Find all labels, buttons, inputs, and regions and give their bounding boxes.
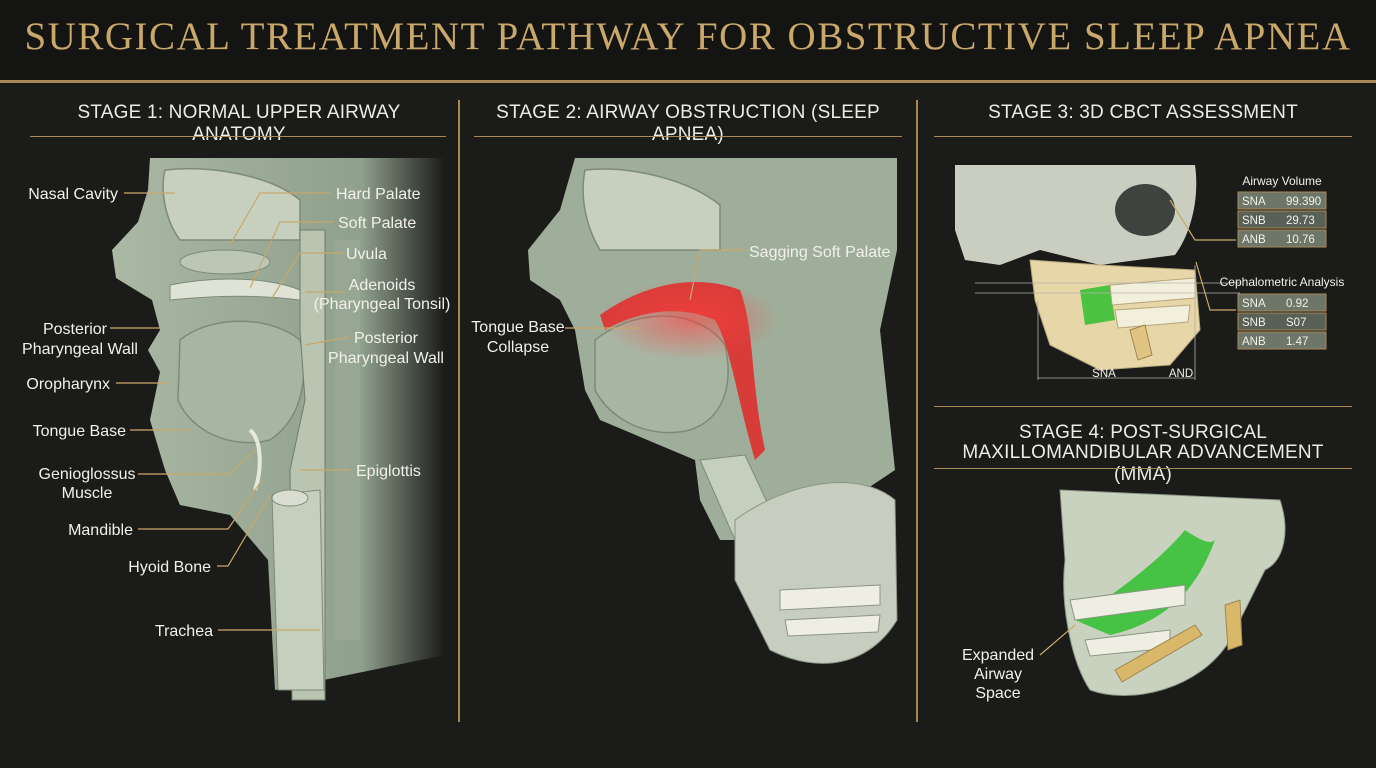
stage2-head-illustration [528,158,898,664]
stage1-nasal-cavity [162,168,301,241]
stage2-obstruction-halo [600,280,780,360]
label-expanded-3: Space [975,685,1020,702]
stage2-lower-teeth [784,614,881,637]
stage1-turbinate [179,249,271,275]
column-divider-1 [458,100,460,722]
column-divider-2 [916,100,918,722]
stage3-lower-teeth [1114,304,1191,329]
stage4-title-line1: STAGE 4: POST-SURGICAL [1019,422,1267,443]
stage4-title-underline [934,468,1352,469]
label-uvula: Uvula [346,246,387,263]
header-bar [0,0,1376,80]
stage3-measurement-lines [975,199,1240,380]
stage4-title-line2: MAXILLOMANDIBULAR ADVANCEMENT (MMA) [962,442,1324,485]
stage1-hyoid [271,489,309,507]
av-row1-value: 99.390 [1286,196,1321,208]
av-row2-label: SNB [1242,215,1266,227]
label-mandible: Mandible [68,522,133,539]
stage3-skull-illustration [955,165,1201,371]
airway-volume-title: Airway Volume [1242,174,1322,188]
label-oropharynx: Oropharynx [26,376,110,393]
stage2-skull [734,482,898,664]
stage1-head-illustration [112,158,445,701]
stage1-title: STAGE 1: NORMAL UPPER AIRWAY ANATOMY [77,102,401,145]
label-nasal-cavity: Nasal Cavity [28,186,118,203]
stage1-trachea [271,489,325,691]
av-row2-value: 29.73 [1286,215,1315,227]
stage3-airway-highlight [1080,285,1115,325]
cephalometric-title: Cephalometric Analysis [1220,275,1345,289]
stage2-title-underline [474,136,902,137]
label-trachea: Trachea [155,623,213,640]
stage3-orbit [1115,184,1175,236]
axis-label-sna: SNA [1092,368,1116,380]
stage1-leader-lines [110,192,350,631]
stage1-epiglottis [248,428,262,491]
label-genioglossus-2: Muscle [62,485,113,502]
av-row1-label: SNA [1242,196,1266,208]
stage2-teeth [779,584,881,611]
stage2-nasal-cavity [582,168,721,251]
label-adenoids-2: (Pharyngeal Tonsil) [314,296,451,313]
stage4-fixation-plate-2 [1224,599,1243,651]
stage3-title: STAGE 3: 3D CBCT ASSESSMENT [988,102,1298,123]
label-posterior-right-1: Posterior [354,330,419,347]
ceph-row2-value: S07 [1286,317,1306,329]
ceph-row1-label: SNA [1242,298,1266,310]
label-epiglottis: Epiglottis [356,463,421,480]
stage3-title-underline [934,136,1352,137]
label-posterior-left-1: Posterior [43,321,108,338]
label-expanded-2: Airway [974,666,1022,683]
stage1-tongue [177,320,305,444]
label-expanded-1: Expanded [962,647,1034,664]
label-soft-palate: Soft Palate [338,215,416,232]
label-genioglossus-1: Genioglossus [39,466,136,483]
label-hyoid-bone: Hyoid Bone [128,559,211,576]
label-tongue-collapse-1: Tongue Base [471,319,565,336]
airway-volume-table: Airway Volume SNA 99.390 SNB 29.73 ANB 1… [1237,174,1327,248]
stage4-leader-line [1039,624,1076,656]
stage1-spine [335,240,360,640]
label-posterior-left-2: Pharyngeal Wall [22,341,138,358]
page-title: SURGICAL TREATMENT PATHWAY FOR OBSTRUCTI… [24,15,1352,58]
cephalometric-table: Cephalometric Analysis SNA 0.92 SNB S07 … [1220,275,1345,350]
stage4-top-rule [934,406,1352,407]
stage4-jaw-illustration [1059,489,1286,696]
stage2-leader-lines [565,249,745,329]
stage1-title-underline [30,136,446,137]
av-row3-value: 10.76 [1286,234,1315,246]
label-hard-palate: Hard Palate [336,186,421,203]
label-adenoids-1: Adenoids [349,277,416,294]
label-tongue-collapse-2: Collapse [487,339,549,356]
ceph-row3-label: ANB [1242,336,1266,348]
label-sagging-soft-palate: Sagging Soft Palate [749,244,891,261]
label-tongue-base: Tongue Base [33,423,127,440]
ceph-row1-value: 0.92 [1286,298,1308,310]
stage4-upper-teeth [1069,584,1186,621]
ceph-row2-label: SNB [1242,317,1266,329]
stage2-title: STAGE 2: AIRWAY OBSTRUCTION (SLEEP APNEA… [496,102,880,145]
header-divider [0,80,1376,83]
av-row3-label: ANB [1242,234,1266,246]
stage3-plate [1129,324,1153,361]
ceph-row3-value: 1.47 [1286,336,1308,348]
label-posterior-right-2: Pharyngeal Wall [328,350,444,367]
axis-label-and: AND [1169,368,1193,380]
stage4-fixation-plate [1114,624,1203,683]
